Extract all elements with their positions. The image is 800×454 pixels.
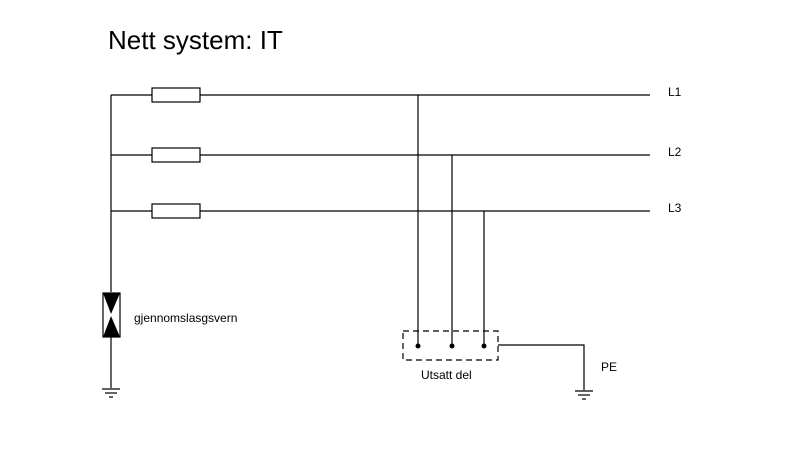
fuse-icon [151,203,201,219]
fuse-icon [151,87,201,103]
ground-icon [102,388,120,398]
ground-icon [575,390,593,400]
exposed-part-label: Utsatt del [421,368,472,382]
surge-arrester-icon [102,292,121,338]
fuse-icon [151,147,201,163]
exposed-part-box [402,330,499,361]
connection-dot [449,343,455,349]
diagram-title: Nett system: IT [108,25,283,55]
surge-protector-label: gjennomslasgsvern [134,311,237,325]
pe-conductor [498,344,585,390]
pe-label: PE [601,360,617,374]
connection-dot [415,343,421,349]
phase-label-l2: L2 [668,145,682,159]
connection-dot [481,343,487,349]
phase-label-l1: L1 [668,85,682,99]
phase-label-l3: L3 [668,201,682,215]
